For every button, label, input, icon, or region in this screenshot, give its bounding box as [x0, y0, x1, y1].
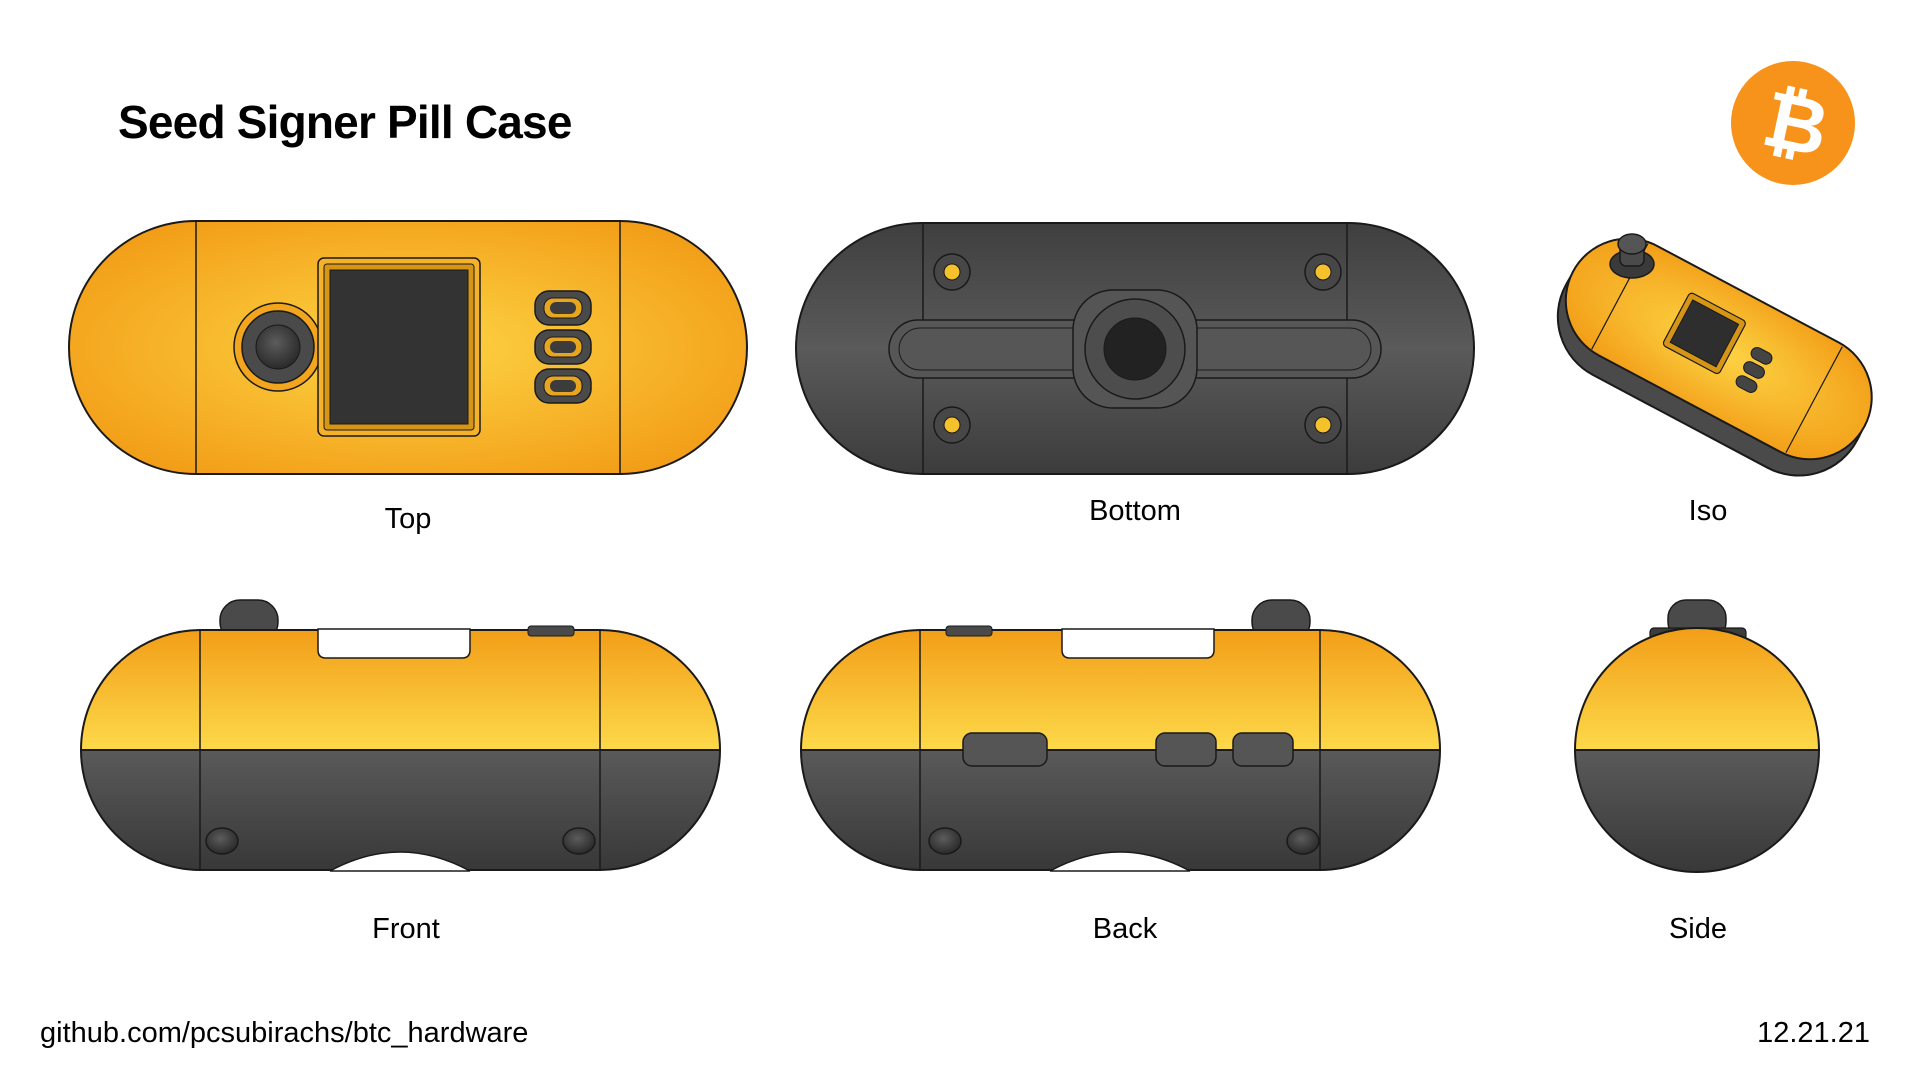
view-label-front: Front	[372, 913, 440, 945]
view-label-bottom: Bottom	[1089, 495, 1181, 527]
back-view: Back	[799, 598, 1455, 945]
bottom-view: Bottom	[795, 222, 1475, 527]
joystick-icon	[1609, 233, 1655, 279]
repo-link[interactable]: github.com/pcsubirachs/btc_hardware	[40, 1017, 529, 1049]
view-label-side: Side	[1668, 913, 1728, 945]
date-label: 12.21.21	[1757, 1017, 1870, 1049]
page-title: Seed Signer Pill Case	[118, 96, 572, 148]
buttons	[534, 290, 592, 404]
iso-view: Iso	[1540, 228, 1880, 527]
bitcoin-logo-icon: ₿	[1730, 60, 1856, 186]
screw-holes	[933, 253, 1342, 444]
joystick-icon	[233, 302, 323, 392]
side-view: Side	[1573, 598, 1824, 945]
top-view: Top	[68, 220, 748, 535]
view-label-iso: Iso	[1688, 495, 1728, 527]
view-label-top: Top	[384, 503, 432, 535]
view-label-back: Back	[1092, 913, 1158, 945]
front-view: Front	[79, 598, 735, 945]
screen	[317, 257, 481, 437]
